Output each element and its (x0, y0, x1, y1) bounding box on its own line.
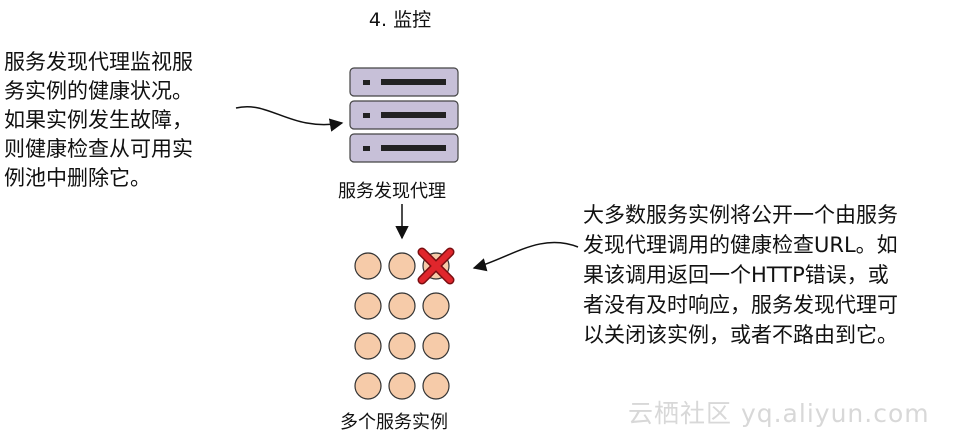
service-instance (422, 372, 450, 400)
server-unit (349, 100, 459, 130)
right-annotation: 大多数服务实例将公开一个由服务 发现代理调用的健康检查URL。如 果该调用返回一… (583, 203, 898, 347)
instance-grid (354, 247, 455, 400)
service-instance (354, 252, 382, 280)
server-unit (349, 133, 459, 163)
service-instance (388, 332, 416, 360)
right-arrow (472, 241, 579, 272)
service-instance (388, 292, 416, 320)
watermark: 云栖社区 yq.aliyun.com (628, 399, 930, 428)
server-label: 服务发现代理 (338, 181, 446, 202)
left-arrow (235, 106, 344, 132)
diagram-title: 4. 监控 (368, 9, 432, 31)
service-instance (354, 332, 382, 360)
service-instance (388, 372, 416, 400)
service-instance (354, 372, 382, 400)
service-instance (422, 292, 450, 320)
server-unit (349, 67, 459, 97)
service-instance (354, 292, 382, 320)
instance-pool-label: 多个服务实例 (340, 412, 448, 433)
service-instance (422, 332, 450, 360)
service-instance (388, 252, 416, 280)
red-x-icon (417, 247, 455, 285)
left-annotation: 服务发现代理监视服 务实例的健康状况。 如果实例发生故障， 则健康检查从可用实 … (4, 50, 193, 190)
server-stack-icon (349, 67, 459, 163)
